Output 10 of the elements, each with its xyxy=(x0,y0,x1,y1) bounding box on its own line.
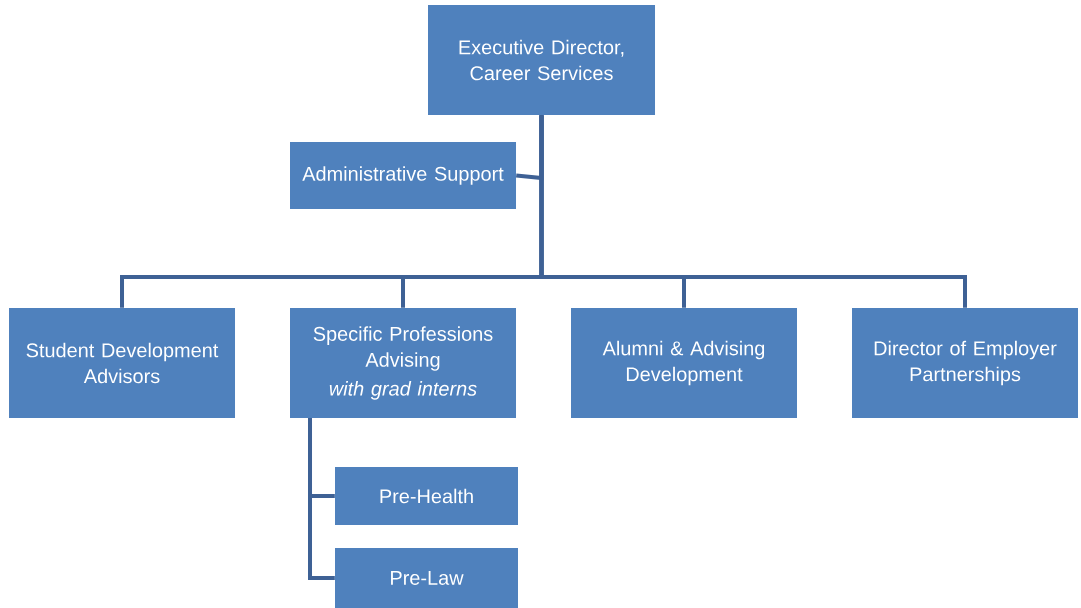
org-box: Director of Employer Partnerships xyxy=(852,308,1078,418)
org-box: Executive Director, Career Services xyxy=(428,5,655,115)
org-box: Pre-Law xyxy=(335,548,518,608)
org-box: Specific Professions Advising with grad interns xyxy=(290,308,516,418)
org-box: Pre-Health xyxy=(335,467,518,525)
connector-line xyxy=(308,418,335,580)
org-box: Alumni & Advising Development xyxy=(571,308,797,418)
org-box: Student Development Advisors xyxy=(9,308,235,418)
org-box: Administrative Support xyxy=(290,142,516,209)
connector-line xyxy=(539,115,967,308)
